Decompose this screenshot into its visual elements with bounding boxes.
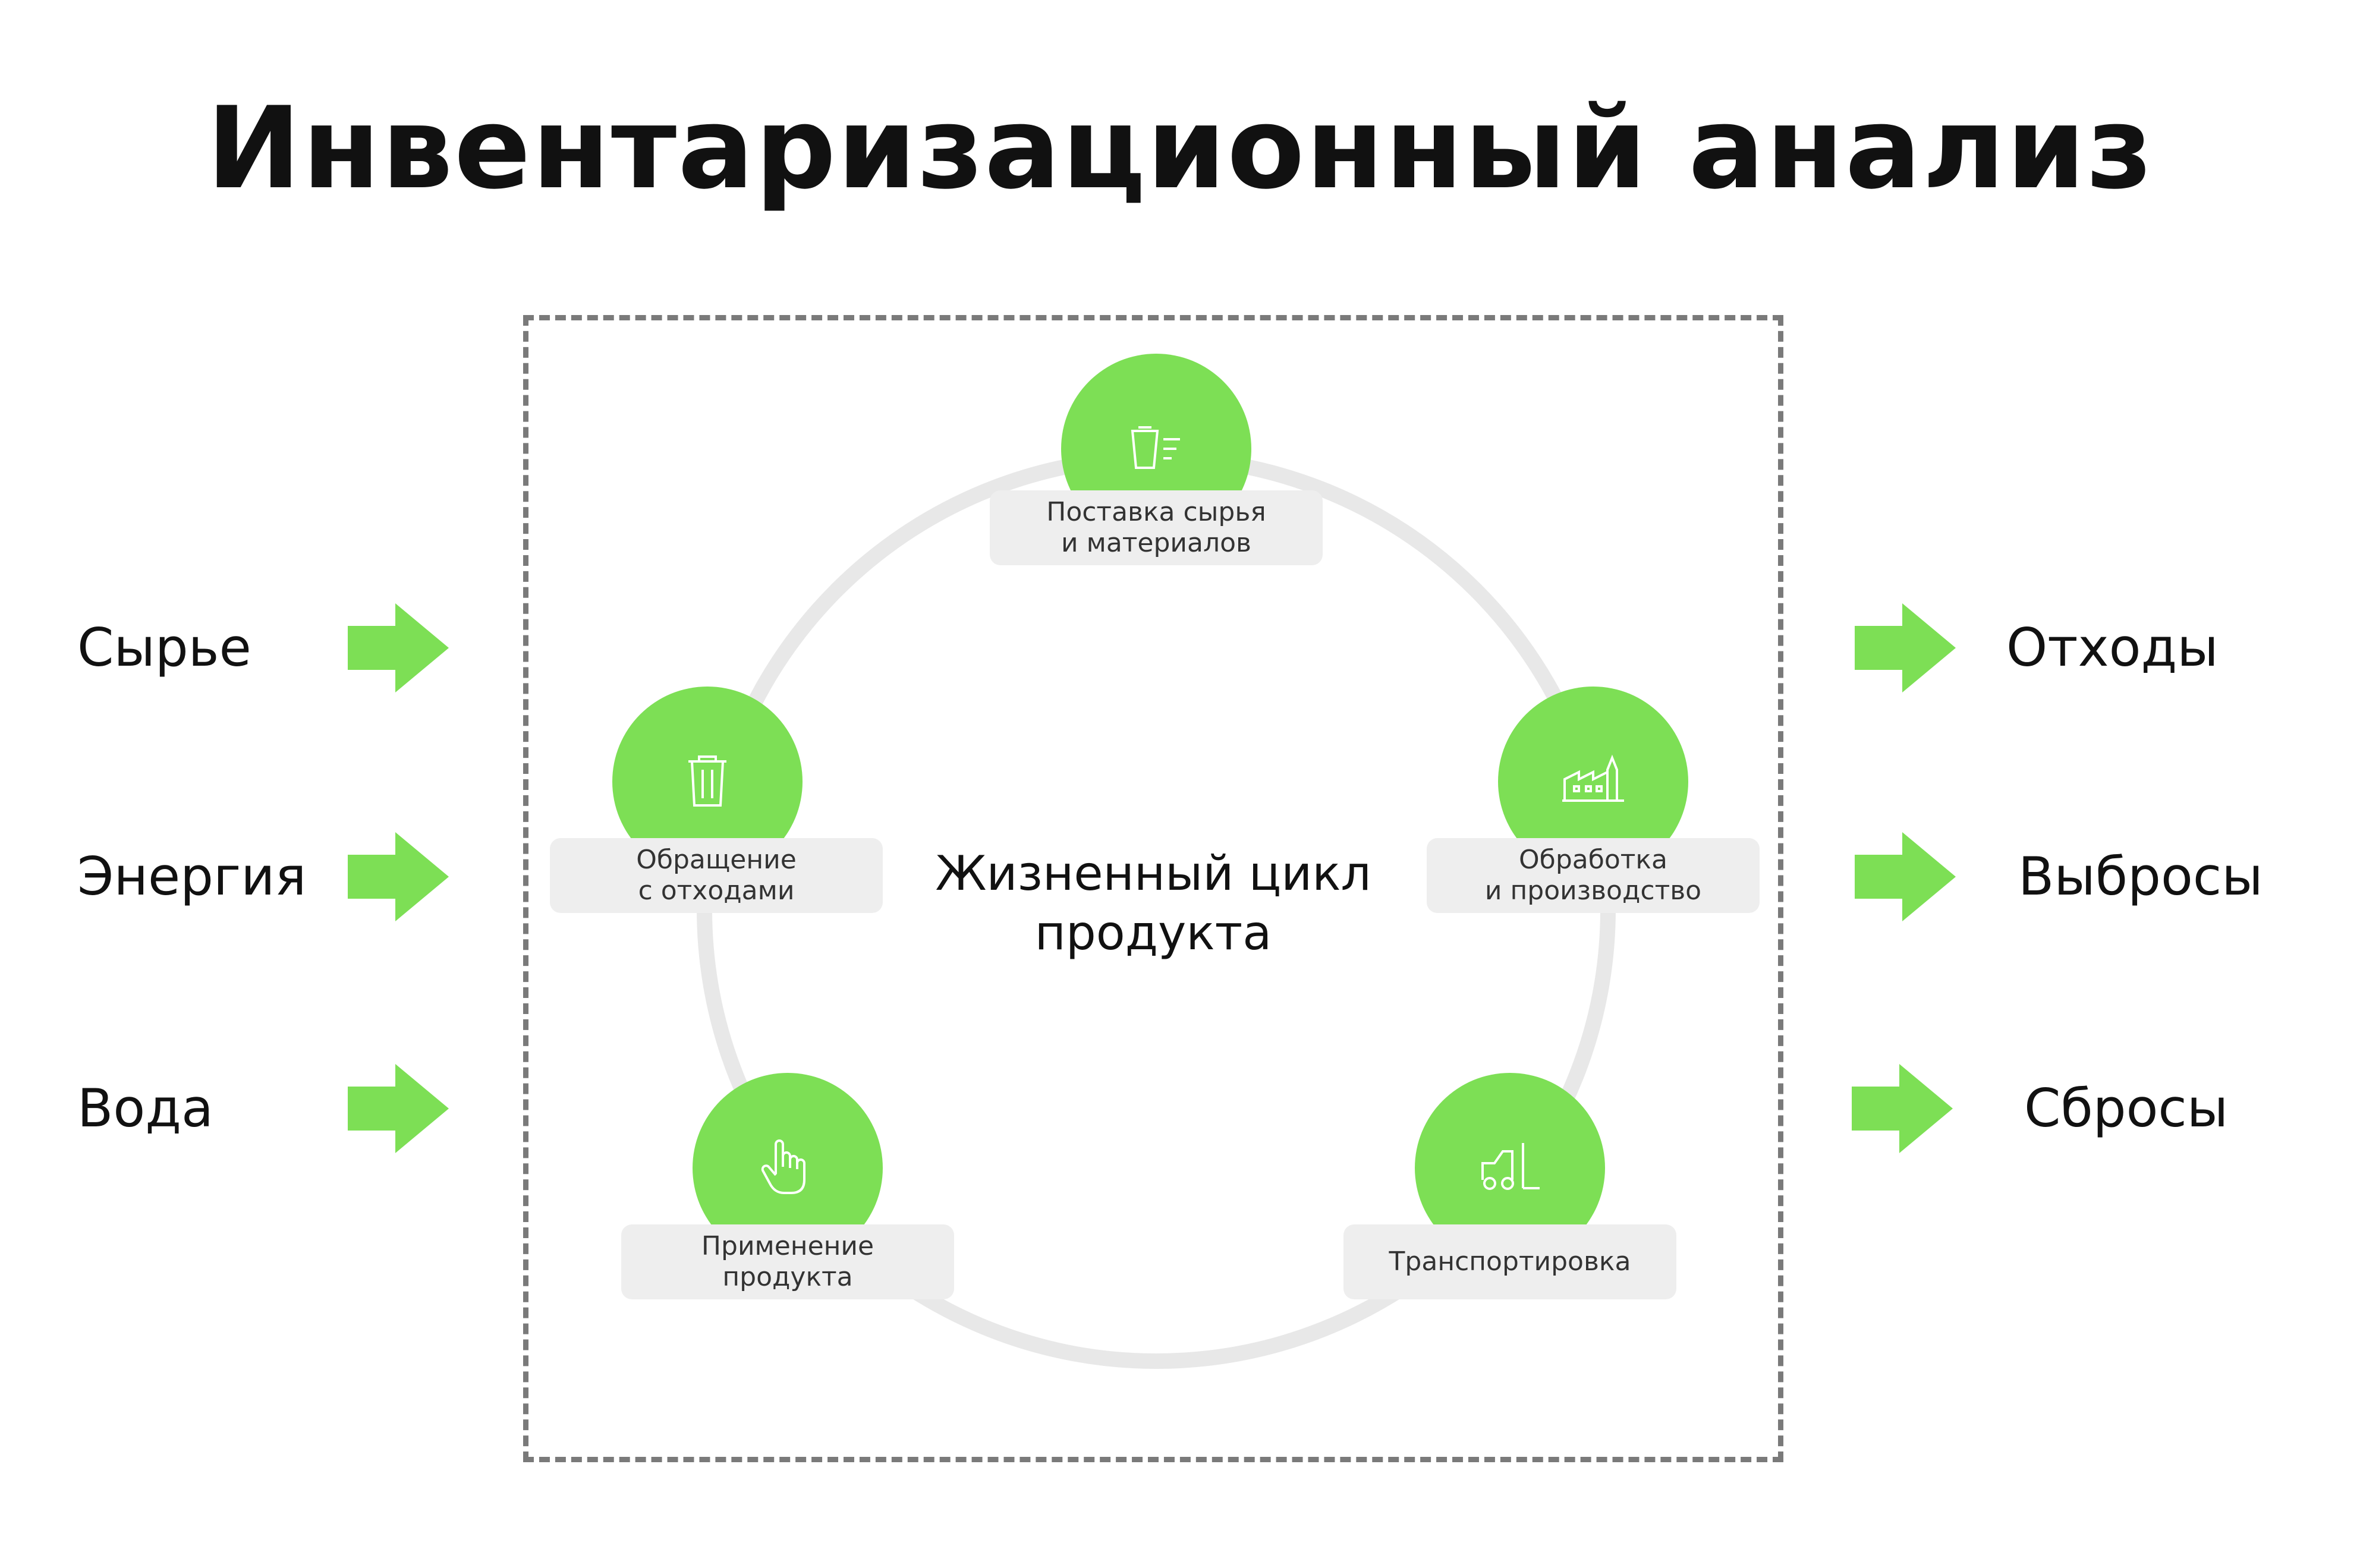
input-arrow-icon	[348, 832, 449, 921]
stage-product-use-label-line2: продукта	[722, 1262, 853, 1292]
input-energy: Энергия	[77, 846, 307, 907]
stage-processing-label: Обработка и производство	[1427, 838, 1760, 913]
system-boundary-frame	[523, 315, 1783, 1462]
stage-waste-label-line2: с отходами	[638, 876, 795, 906]
hand-icon	[761, 1139, 805, 1194]
stage-processing-label-line2: и производство	[1484, 876, 1702, 906]
stage-raw-materials-label-line1: Поставка сырья	[1046, 497, 1266, 527]
input-arrow-icon	[348, 603, 449, 692]
stage-raw-materials-label-line2: и материалов	[1061, 528, 1251, 558]
output-arrow-icon	[1855, 603, 1956, 692]
input-raw-materials: Сырье	[77, 617, 251, 678]
input-water: Вода	[77, 1078, 213, 1139]
stage-waste-label: Обращение с отходами	[550, 838, 883, 913]
stage-processing-label-line1: Обработка	[1519, 845, 1667, 875]
output-emissions: Выбросы	[2018, 846, 2263, 907]
raw-materials-icon	[1131, 426, 1180, 469]
input-arrow-icon	[348, 1064, 449, 1153]
stage-product-use-label-line1: Применение	[701, 1231, 874, 1261]
forklift-icon	[1481, 1143, 1540, 1190]
trash-bin-icon	[688, 755, 726, 807]
output-waste: Отходы	[2006, 617, 2219, 678]
stage-product-use-label: Применение продукта	[621, 1224, 954, 1299]
center-label-line2: продукта	[1034, 905, 1272, 961]
stage-raw-materials-label: Поставка сырья и материалов	[990, 490, 1323, 565]
stage-transportation-label: Транспортировка	[1343, 1224, 1676, 1299]
center-label-line1: Жизненный цикл	[935, 846, 1371, 901]
output-arrow-icon	[1855, 832, 1956, 921]
output-discharges: Сбросы	[2024, 1078, 2229, 1139]
page-title: Инвентаризационный анализ	[206, 83, 2154, 214]
stage-transportation-label-line1: Транспортировка	[1389, 1246, 1631, 1277]
center-label: Жизненный цикл продукта	[862, 844, 1445, 963]
stage-waste-label-line1: Обращение	[636, 845, 797, 875]
output-arrow-icon	[1852, 1064, 1953, 1153]
factory-icon	[1562, 754, 1624, 802]
